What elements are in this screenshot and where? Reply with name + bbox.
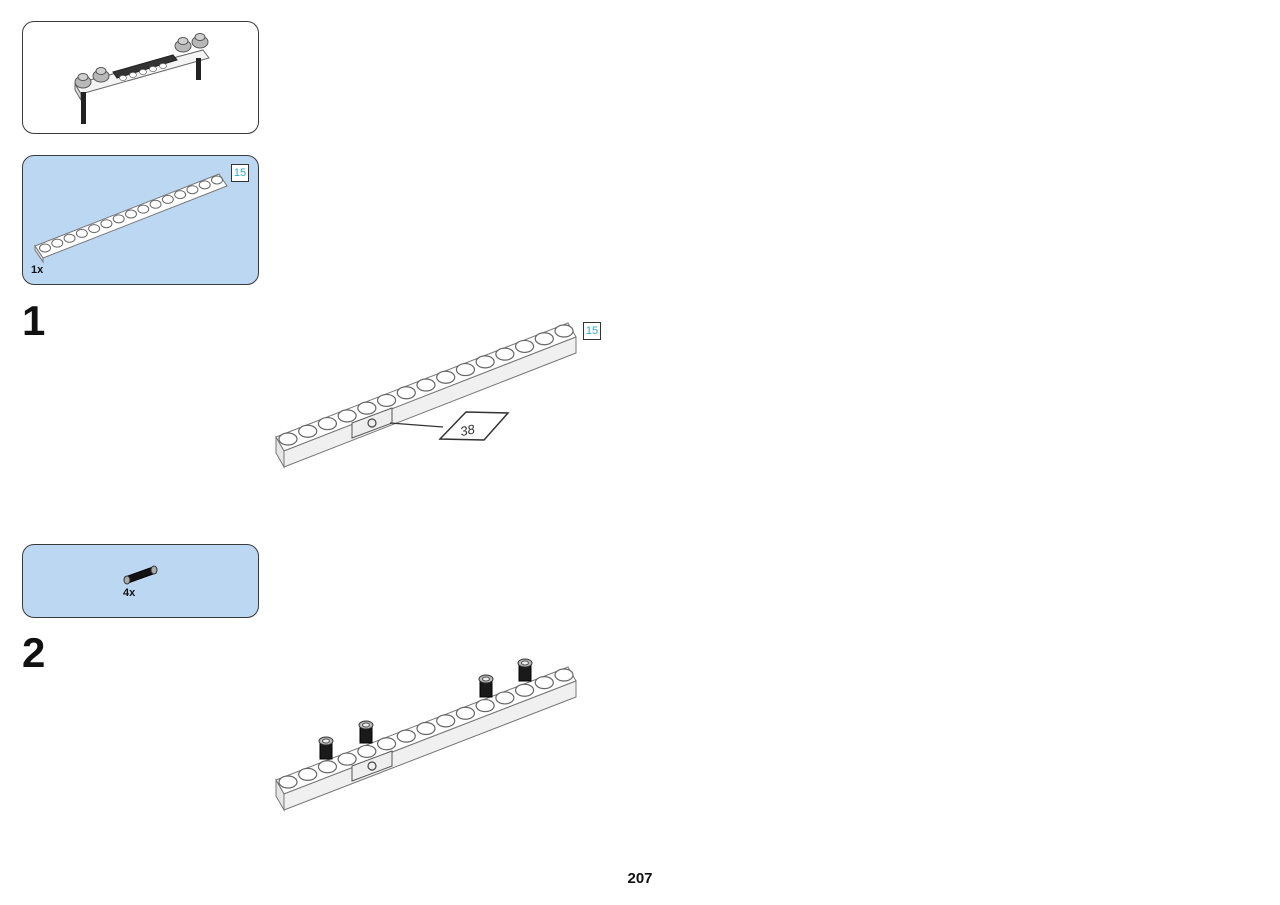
beam-hole (112, 214, 125, 224)
beam-length-label: 15 (231, 164, 249, 182)
beam-15-part-icon (34, 173, 228, 264)
beam-hole (534, 332, 554, 346)
beam-hole (514, 339, 535, 354)
beam-hole (534, 676, 554, 690)
beam-hole (174, 190, 187, 200)
beam-hole (455, 706, 476, 720)
beam-hole (161, 194, 174, 204)
beam-hole (39, 243, 51, 253)
beam-hole (298, 424, 318, 438)
beam-hole (100, 219, 113, 229)
connector-pin (318, 736, 334, 760)
beam-hole (514, 683, 535, 697)
connector-pin (358, 720, 374, 744)
beam-hole (475, 355, 495, 369)
beam-hole (357, 401, 377, 415)
beam-hole (298, 767, 318, 781)
beam-hole (396, 386, 416, 400)
beam-hole (63, 233, 76, 243)
beam-hole (396, 729, 416, 743)
beam-hole (137, 204, 150, 214)
beam-hole (317, 760, 338, 774)
step-1-beam-illustration: 38 (275, 322, 577, 469)
beam-hole (455, 362, 476, 377)
parts-list-2: 4x (22, 544, 259, 618)
parts-list-1: 15 1x (22, 155, 259, 285)
beam-hole (475, 698, 495, 713)
beam-hole (211, 175, 223, 185)
beam-hole (149, 199, 162, 209)
beam-hole (357, 744, 377, 759)
beam-hole (416, 378, 436, 392)
beam-hole (278, 775, 298, 789)
step-number: 2 (22, 629, 46, 676)
beam-hole (495, 691, 515, 705)
part-quantity: 4x (123, 587, 136, 599)
beam-length-label: 15 (583, 322, 601, 340)
beam-hole (88, 224, 101, 234)
step-2-beam-with-pins-illustration (275, 658, 577, 812)
step-number: 1 (22, 297, 46, 344)
beam-hole (376, 393, 397, 408)
beam-hole (416, 721, 436, 736)
beam-hole (436, 370, 456, 384)
beam-hole (125, 209, 137, 219)
page-number: 207 (627, 870, 653, 887)
beam-hole (186, 185, 199, 195)
connector-pin (517, 658, 533, 682)
beam-hole (337, 752, 357, 766)
sticker-number: 38 (459, 421, 477, 439)
beam-hole (198, 180, 211, 190)
part-quantity: 1x (31, 264, 44, 276)
beam-hole (337, 409, 357, 423)
beam-hole (495, 347, 515, 361)
beam-hole (317, 416, 338, 431)
submodel-assembly-illustration (74, 33, 210, 124)
beam-hole (436, 714, 456, 728)
beam-hole (278, 432, 298, 446)
submodel-callout (22, 21, 259, 134)
beam-hole (75, 228, 88, 238)
beam-hole (554, 668, 574, 682)
beam-hole (376, 737, 397, 751)
connector-pin (478, 674, 494, 698)
beam-hole (51, 238, 64, 248)
beam-hole (554, 324, 574, 338)
connector-pin-part-icon (123, 565, 158, 585)
